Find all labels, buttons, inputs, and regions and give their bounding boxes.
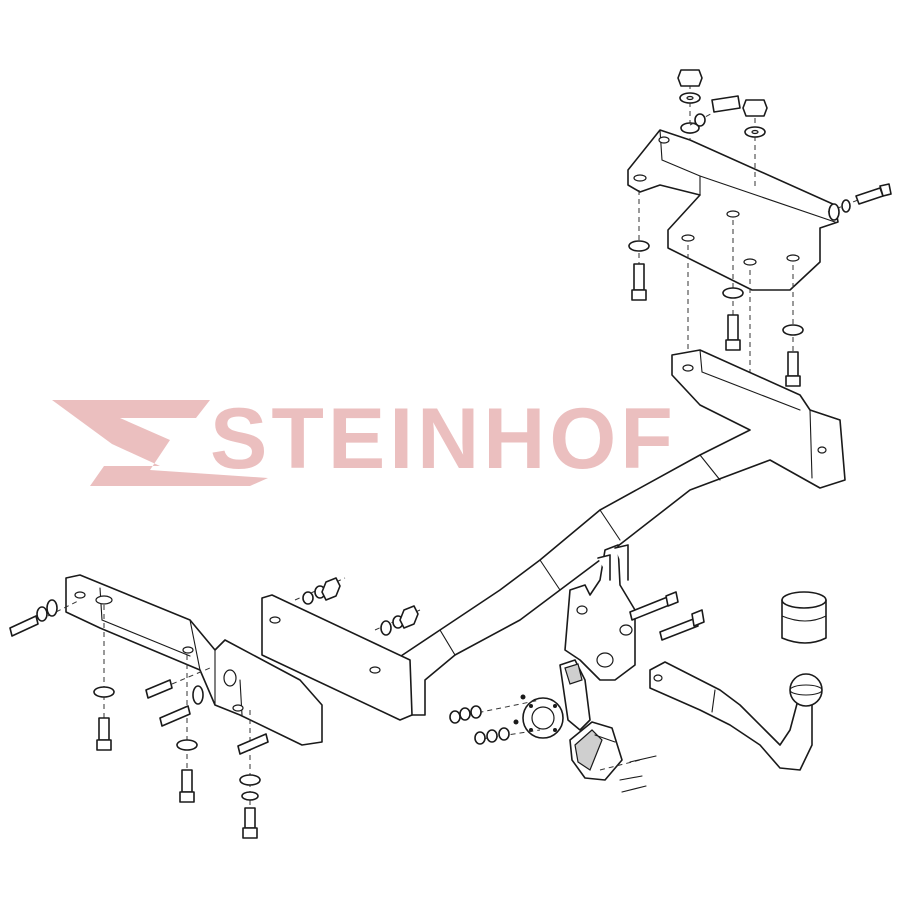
upper-vertical-bolt-3 — [782, 265, 804, 387]
tow-ball — [789, 673, 823, 707]
left-bracket — [65, 574, 323, 746]
socket-flange — [522, 697, 564, 739]
socket-mounting-plate — [559, 659, 591, 731]
steinhof-logo-swoosh — [52, 400, 268, 486]
center-bracket — [564, 544, 636, 681]
socket-screws — [599, 755, 657, 793]
upper-hardware-stack-right — [742, 99, 768, 190]
upper-vertical-bolt-2 — [722, 220, 744, 351]
ball-mount-hook — [649, 661, 813, 771]
left-nut-stack-bottom — [374, 605, 421, 636]
electrical-socket — [569, 721, 623, 781]
left-vertical-bolt-1 — [93, 605, 115, 751]
crossbar-left-plate — [261, 594, 413, 721]
upper-right-bracket — [627, 129, 839, 291]
steinhof-watermark: STEINHOF — [52, 391, 677, 487]
upper-side-bolt — [689, 95, 741, 127]
steinhof-logo-text: STEINHOF — [210, 391, 677, 487]
main-crossbar — [394, 349, 846, 716]
left-horizontal-bolts — [145, 667, 269, 755]
upper-vertical-bolt-1 — [628, 190, 650, 301]
center-bracket-bolts — [629, 591, 705, 641]
left-vertical-bolt-3 — [239, 710, 261, 839]
right-side-bolt — [827, 183, 892, 221]
socket-nuts-washers — [449, 694, 541, 745]
left-end-bolt — [9, 599, 81, 637]
upper-hardware-stack-left — [677, 69, 703, 140]
tow-ball-cap — [781, 591, 827, 644]
left-vertical-bolt-2 — [176, 655, 198, 803]
left-nut-stack-top — [294, 577, 346, 605]
